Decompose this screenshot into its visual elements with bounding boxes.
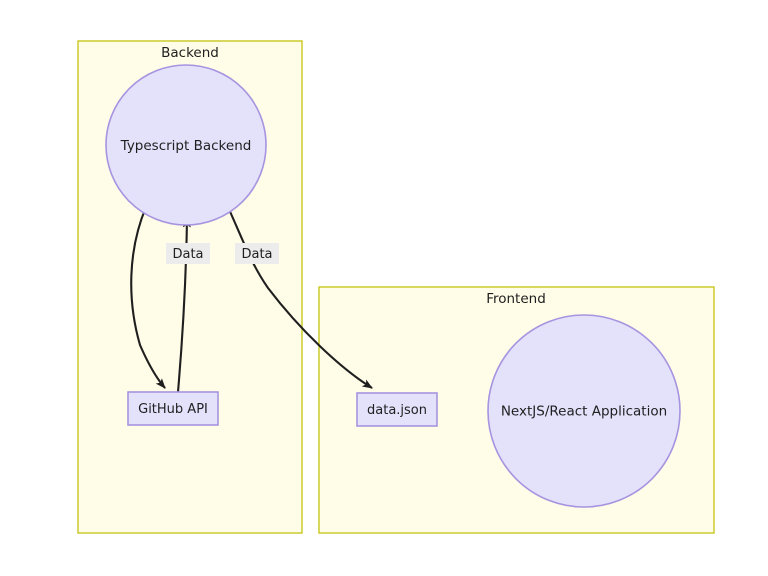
cluster-backend-label: Backend xyxy=(161,45,219,61)
node-data-json-label: data.json xyxy=(367,403,427,418)
edge-label-backend-to-datajson-bg xyxy=(235,243,279,264)
edge-backend-to-github[interactable] xyxy=(130,206,166,389)
node-github-api-shape xyxy=(127,391,219,426)
node-nextjs-react-application-shape xyxy=(487,314,681,508)
node-typescript-backend[interactable]: Typescript Backend xyxy=(105,64,267,226)
edge-label-backend-to-datajson-text: Data xyxy=(241,247,272,262)
edge-label-github-to-backend-text: Data xyxy=(172,247,203,262)
edge-backend-to-datajson[interactable] xyxy=(227,206,373,389)
edge-label-github-to-backend-bg xyxy=(166,243,210,264)
node-data-json[interactable]: data.json xyxy=(356,392,438,427)
node-data-json-shape xyxy=(356,392,438,427)
edge-label-github-to-backend: Data xyxy=(166,243,210,264)
node-github-api[interactable]: GitHub API xyxy=(127,391,219,426)
node-nextjs-react-application-label: NextJS/React Application xyxy=(501,404,667,420)
edge-label-backend-to-datajson: Data xyxy=(235,243,279,264)
edge-backend-to-datajson-path xyxy=(227,206,373,389)
node-nextjs-react-application[interactable]: NextJS/React Application xyxy=(487,314,681,508)
cluster-frontend-label: Frontend xyxy=(486,291,546,307)
edge-github-to-backend-path xyxy=(176,217,191,393)
node-github-api-label: GitHub API xyxy=(138,402,208,417)
edge-github-to-backend[interactable] xyxy=(176,217,191,393)
edge-backend-to-github-path xyxy=(130,206,166,389)
node-typescript-backend-shape xyxy=(105,64,267,226)
node-typescript-backend-label: Typescript Backend xyxy=(120,138,252,154)
